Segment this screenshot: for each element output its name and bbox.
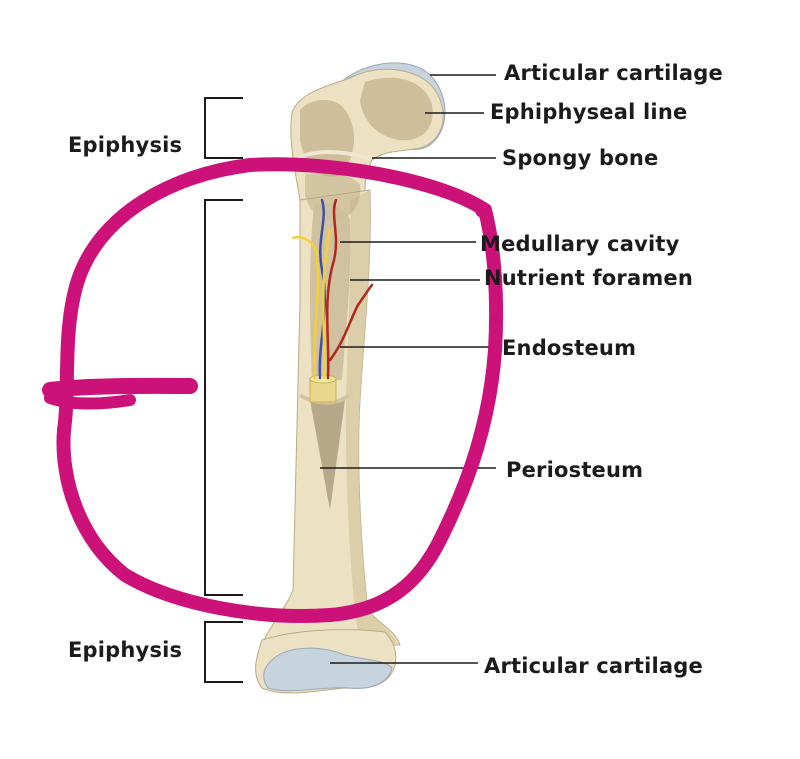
diaphysis-bracket — [204, 199, 243, 596]
brackets — [204, 97, 243, 683]
periosteum-flap — [310, 400, 345, 510]
annotation-loop — [56, 157, 504, 623]
label-epiphysis-top: Epiphysis — [68, 133, 183, 157]
annotation-tick — [42, 377, 198, 398]
annotation-tick-2 — [44, 392, 136, 410]
epiphyseal-line — [297, 150, 369, 160]
epiphysis-bracket-bottom — [204, 621, 243, 683]
hand-drawn-annotation — [42, 157, 504, 623]
label-epiphysis-bottom: Epiphysis — [68, 638, 183, 662]
annotation-dot — [475, 202, 491, 218]
label-medullary-cavity: Medullary cavity — [480, 232, 680, 256]
diaphysis-shadow — [345, 190, 398, 645]
label-articular-cartilage-top: Articular cartilage — [504, 61, 723, 85]
blood-vessels — [291, 198, 374, 380]
label-nutrient-foramen: Nutrient foramen — [484, 266, 694, 290]
label-articular-cartilage-bottom: Articular cartilage — [484, 654, 703, 678]
label-periosteum: Periosteum — [506, 458, 644, 482]
label-spongy-bone: Spongy bone — [502, 146, 659, 170]
leader-lines — [320, 74, 500, 664]
articular-cartilage-bottom — [263, 647, 393, 692]
label-endosteum: Endosteum — [502, 336, 637, 360]
long-bone — [255, 62, 446, 694]
epiphysis-bracket-top — [204, 97, 243, 159]
label-ephiphyseal-line: Ephiphyseal line — [490, 100, 688, 124]
